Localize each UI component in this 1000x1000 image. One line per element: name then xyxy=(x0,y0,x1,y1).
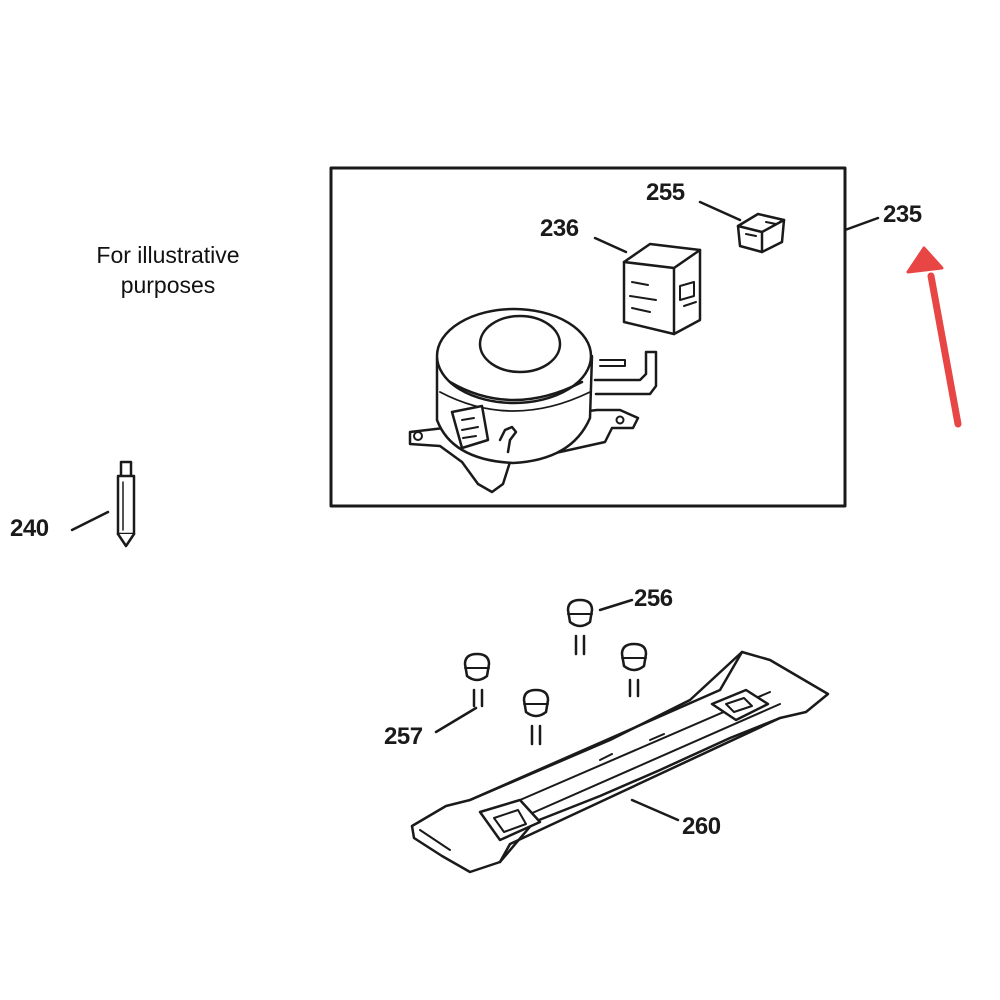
leader-lines xyxy=(70,200,880,822)
drier-tube-illustration xyxy=(116,460,136,548)
callout-240: 240 xyxy=(10,515,49,542)
red-arrow-icon xyxy=(906,246,962,428)
compressor-illustration xyxy=(408,307,658,494)
base-plate-illustration xyxy=(410,650,830,874)
note-line-2: purposes xyxy=(120,272,216,298)
overload-illustration xyxy=(736,212,786,254)
compressor-assembly-frame xyxy=(329,166,847,508)
note-line-1: For illustrative xyxy=(96,242,240,268)
callout-235: 235 xyxy=(883,201,922,228)
callout-255: 255 xyxy=(646,179,685,206)
illustrative-note: For illustrative purposes xyxy=(68,240,268,300)
relay-illustration xyxy=(622,242,702,336)
callout-256: 256 xyxy=(634,585,673,612)
callout-260: 260 xyxy=(682,813,721,840)
callout-236: 236 xyxy=(540,215,579,242)
grommet-illustration xyxy=(463,598,648,746)
callout-257: 257 xyxy=(384,723,423,750)
